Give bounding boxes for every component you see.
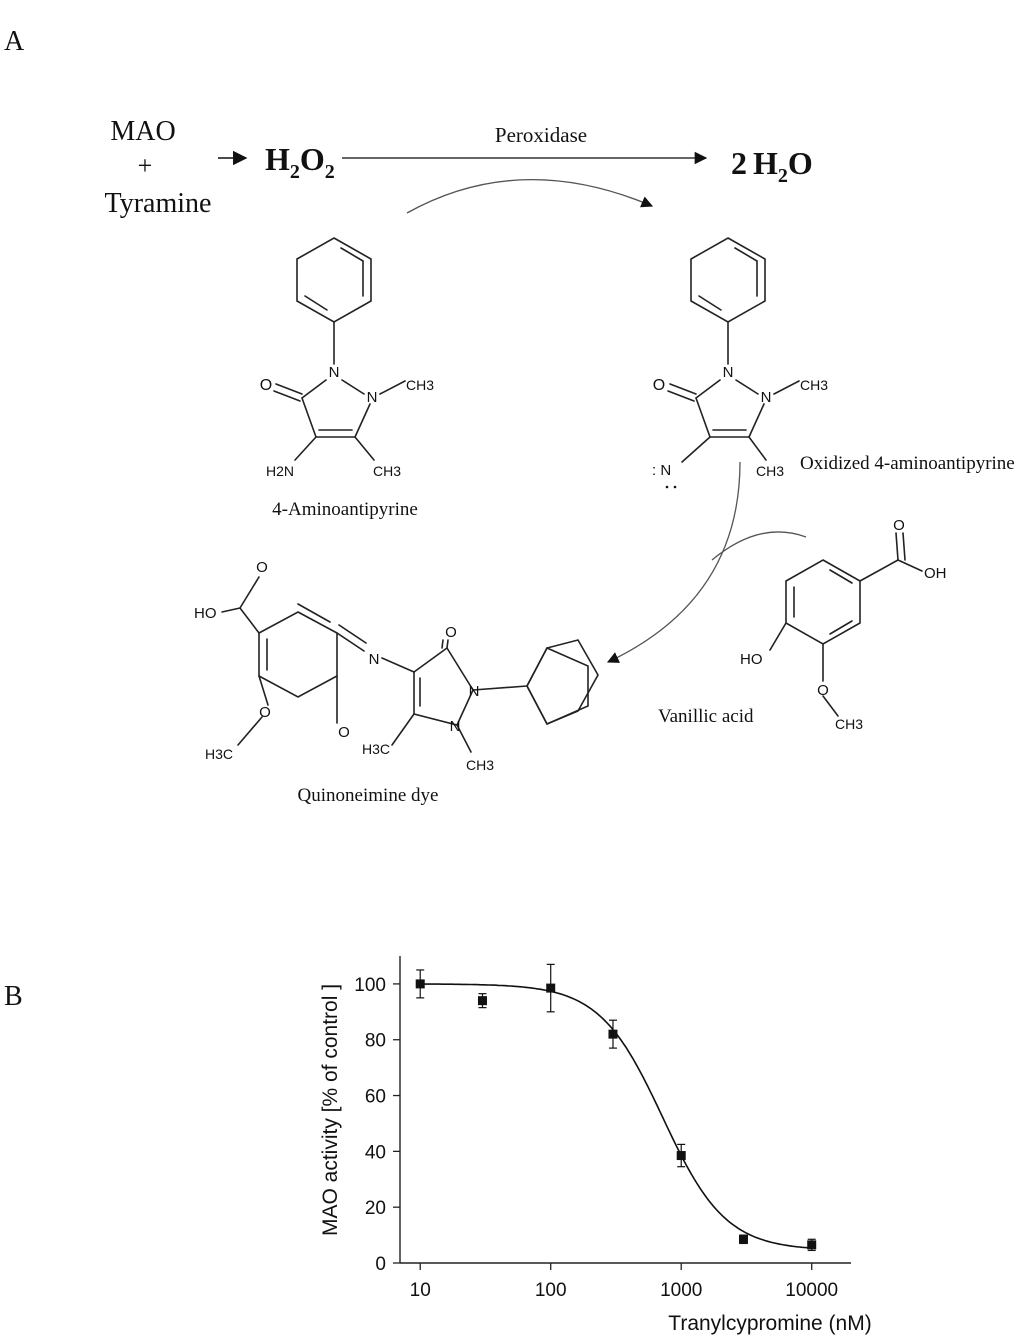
plus-sign: +: [138, 151, 153, 180]
y-tick-label: 40: [365, 1142, 386, 1163]
atom-ho: HO: [194, 605, 217, 622]
data-point: [676, 1151, 686, 1161]
coupling-arc-arrow: [606, 461, 741, 663]
x-tick-label: 100: [535, 1280, 567, 1301]
atom-n2: N: [761, 389, 772, 406]
oxidized-structure: N N O CH3 CH3 : N Oxidized 4-aminoantipy…: [652, 237, 1015, 489]
aminoantipyrine-structure: N N O CH3 CH3 H2N 4-Aminoantipyrine: [260, 237, 434, 520]
atom-n1: N: [469, 683, 480, 700]
dye-structure: O HO N O N N O O H3C H3C CH3 Quinoneimin…: [194, 559, 599, 806]
atom-ch3-c: CH3: [373, 463, 401, 479]
atom-o-top: O: [256, 559, 268, 576]
atom-n-imine: N: [369, 651, 380, 668]
atom-n2: N: [367, 389, 378, 406]
oxidized-name: Oxidized 4-aminoantipyrine: [800, 453, 1015, 474]
x-axis-label: Tranylcypromine (nM): [668, 1312, 871, 1335]
y-ticks: 0 20 40 60 80 100: [354, 975, 400, 1275]
x-tick-label: 10000: [785, 1280, 838, 1301]
atom-o: O: [653, 377, 665, 394]
atom-h3c-c: H3C: [362, 741, 390, 757]
data-points: [415, 963, 817, 1252]
vanillic-entry-arc: [711, 531, 807, 561]
atom-ho: HO: [740, 651, 763, 668]
atom-nh2: H2N: [266, 463, 294, 479]
x-tick-label: 10: [410, 1280, 431, 1301]
mao-label: MAO: [110, 116, 175, 147]
atom-n2: N: [450, 718, 461, 735]
atom-o-keto: O: [338, 724, 350, 741]
data-point: [738, 1234, 748, 1244]
y-tick-label: 100: [354, 975, 386, 996]
atom-ch3-n: CH3: [466, 757, 494, 773]
oxidation-arc-arrow: [406, 178, 654, 214]
data-point: [477, 996, 487, 1006]
data-point: [546, 983, 556, 993]
atom-o-ether: O: [817, 682, 829, 699]
panel-label-b: B: [4, 981, 23, 1012]
atom-ch3: CH3: [835, 716, 863, 732]
atom-ch3-c: CH3: [756, 463, 784, 479]
tyramine-label: Tyramine: [105, 188, 212, 219]
y-axis-label: MAO activity [% of control ]: [319, 984, 342, 1236]
y-tick-label: 80: [365, 1031, 386, 1052]
y-tick-label: 20: [365, 1198, 386, 1219]
data-point: [415, 979, 425, 989]
atom-o-carbonyl: O: [893, 517, 905, 534]
atom-n1: N: [723, 364, 734, 381]
y-tick-label: 60: [365, 1087, 386, 1108]
x-tick-label: 1000: [660, 1280, 702, 1301]
dose-response-chart: 0 20 40 60 80 100 10 100 1000 10000 Tranylcyprom…: [319, 956, 872, 1335]
atom-o: O: [260, 377, 272, 394]
fit-curve: [420, 983, 812, 1249]
atom-ch3-n: CH3: [406, 377, 434, 393]
panel-label-a: A: [4, 26, 25, 57]
h2o2-formula: H2O2: [265, 141, 335, 183]
aminoantipyrine-name: 4-Aminoantipyrine: [272, 499, 418, 520]
atom-oh: OH: [924, 565, 947, 582]
peroxidase-label: Peroxidase: [495, 123, 587, 147]
atom-ch3-n: CH3: [800, 377, 828, 393]
data-point: [608, 1029, 618, 1039]
atom-n1: N: [329, 364, 340, 381]
vanillic-name: Vanillic acid: [658, 706, 754, 727]
atom-o-meth: O: [259, 704, 271, 721]
atom-h3c-o: H3C: [205, 746, 233, 762]
y-tick-label: 0: [375, 1254, 386, 1275]
atom-o-pyr: O: [445, 624, 457, 641]
vanillic-structure: O OH HO O CH3 Vanillic acid: [658, 517, 947, 732]
data-point: [807, 1240, 817, 1250]
atom-n-radical: : N: [652, 462, 671, 479]
dye-name: Quinoneimine dye: [298, 785, 439, 806]
x-ticks: 10 100 1000 10000: [410, 1263, 838, 1301]
